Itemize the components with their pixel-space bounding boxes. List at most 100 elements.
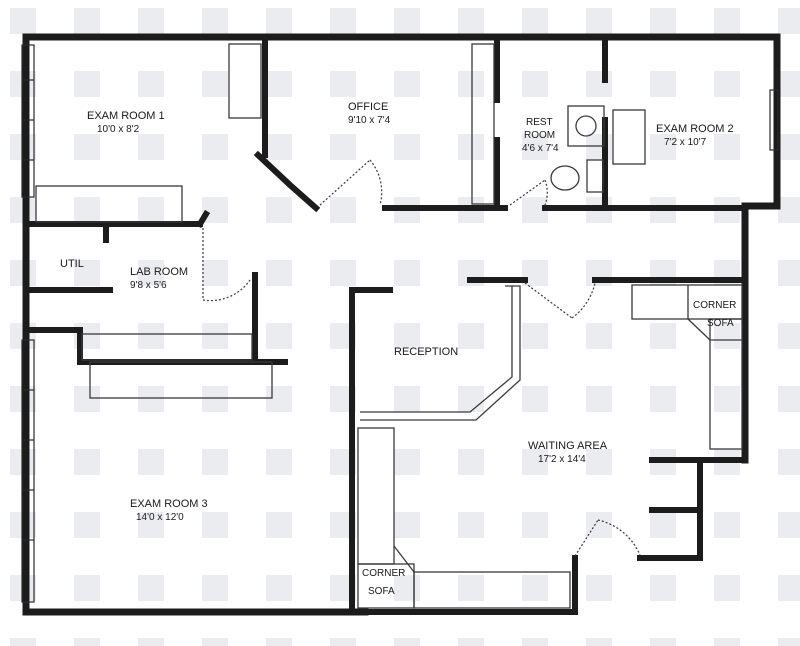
- watermark-tile: [202, 323, 228, 349]
- watermark-tile: [138, 386, 164, 412]
- exam3-dims: 14'0 x 12'0: [136, 512, 184, 523]
- sofa-right-line2: SOFA: [707, 318, 734, 329]
- watermark-tile: [202, 134, 228, 160]
- watermark-tile: [266, 575, 292, 601]
- corner-sofa-right-label: CORNER SOFA: [693, 299, 736, 330]
- watermark-tile: [714, 134, 740, 160]
- watermark-tile: [458, 323, 484, 349]
- watermark-tile: [138, 638, 164, 646]
- watermark-tile: [458, 575, 484, 601]
- watermark-tile: [650, 134, 676, 160]
- watermark-tile: [650, 71, 676, 97]
- room-label-waiting: WAITING AREA 17'2 x 14'4: [528, 440, 607, 466]
- watermark-tile: [330, 260, 356, 286]
- exterior-walls: [22, 33, 781, 616]
- watermark-tile: [202, 449, 228, 475]
- watermark-tile: [74, 575, 100, 601]
- watermark-tile: [522, 323, 548, 349]
- watermark-tile: [458, 386, 484, 412]
- watermark-tile: [714, 323, 740, 349]
- watermark-tile: [330, 134, 356, 160]
- watermark-tile: [458, 71, 484, 97]
- watermark-tile: [266, 638, 292, 646]
- watermark-tile: [586, 323, 612, 349]
- watermark-tile: [522, 638, 548, 646]
- corner-sofa-left-label: CORNER SOFA: [362, 567, 405, 598]
- watermark-tile: [522, 386, 548, 412]
- watermark-tile: [394, 386, 420, 412]
- watermark-tile: [138, 197, 164, 223]
- watermark-tile: [202, 512, 228, 538]
- watermark-tile: [394, 449, 420, 475]
- watermark-tile: [330, 197, 356, 223]
- watermark-tile: [74, 638, 100, 646]
- room-label-exam2: EXAM ROOM 2 7'2 x 10'7: [656, 123, 734, 149]
- watermark-tile: [778, 449, 800, 475]
- reception-name: RECEPTION: [394, 346, 459, 358]
- watermark-tile: [650, 638, 676, 646]
- watermark-tile: [714, 386, 740, 412]
- watermark-tile: [74, 386, 100, 412]
- watermark-tile: [10, 638, 36, 646]
- watermark-tile: [74, 260, 100, 286]
- watermark-tile: [778, 197, 800, 223]
- door-swings: [202, 159, 641, 557]
- watermark-tile: [650, 512, 676, 538]
- watermark-tile: [266, 449, 292, 475]
- watermark-tile: [202, 386, 228, 412]
- watermark-tile: [74, 449, 100, 475]
- watermark-tile: [138, 512, 164, 538]
- lab-dims: 9'8 x 5'6: [130, 280, 167, 291]
- watermark-tile: [714, 512, 740, 538]
- watermark-tile: [586, 449, 612, 475]
- watermark-tile: [522, 512, 548, 538]
- watermark-tile: [522, 8, 548, 34]
- room-label-util: UTIL: [60, 258, 84, 271]
- watermark-tile: [202, 638, 228, 646]
- watermark-tile: [778, 638, 800, 646]
- watermark-tile: [266, 512, 292, 538]
- watermark-tile: [138, 575, 164, 601]
- watermark-tile: [778, 134, 800, 160]
- watermark-tile: [650, 386, 676, 412]
- watermark-tile: [458, 449, 484, 475]
- watermark-tile: [522, 575, 548, 601]
- waiting-name: WAITING AREA: [528, 440, 608, 452]
- watermark-tile: [138, 323, 164, 349]
- watermark-tile: [202, 260, 228, 286]
- exam2-dims: 7'2 x 10'7: [664, 137, 707, 148]
- watermark-tile: [778, 260, 800, 286]
- watermark-tile: [266, 8, 292, 34]
- watermark-tile: [394, 638, 420, 646]
- exam3-name: EXAM ROOM 3: [130, 498, 208, 510]
- watermark-tile: [266, 260, 292, 286]
- watermark-tile: [330, 71, 356, 97]
- watermark-tile: [202, 71, 228, 97]
- watermark-tile: [330, 638, 356, 646]
- watermark-tile: [586, 575, 612, 601]
- watermark-tile: [650, 575, 676, 601]
- watermark-tile: [394, 512, 420, 538]
- watermark-tile: [394, 134, 420, 160]
- watermark-tile: [202, 8, 228, 34]
- watermark-tile: [522, 134, 548, 160]
- room-label-exam3: EXAM ROOM 3 14'0 x 12'0: [130, 498, 208, 524]
- watermark-tile: [586, 71, 612, 97]
- watermark-tile: [138, 8, 164, 34]
- watermark-tile: [458, 134, 484, 160]
- watermark-tile: [778, 71, 800, 97]
- windows-left: [21, 44, 35, 603]
- watermark-tile: [394, 71, 420, 97]
- watermark-tile: [522, 449, 548, 475]
- room-label-exam1: EXAM ROOM 1 10'0 x 8'2: [87, 110, 165, 136]
- fixtures: [35, 43, 743, 609]
- windows-right: [769, 89, 779, 151]
- lab-name: LAB ROOM: [130, 266, 189, 278]
- restroom-name-2: ROOM: [524, 130, 556, 141]
- watermark-tile: [138, 449, 164, 475]
- watermark-tile: [586, 512, 612, 538]
- watermark-tile: [74, 71, 100, 97]
- watermark-tile: [778, 8, 800, 34]
- exam1-dims: 10'0 x 8'2: [97, 124, 140, 135]
- watermark-tile: [586, 638, 612, 646]
